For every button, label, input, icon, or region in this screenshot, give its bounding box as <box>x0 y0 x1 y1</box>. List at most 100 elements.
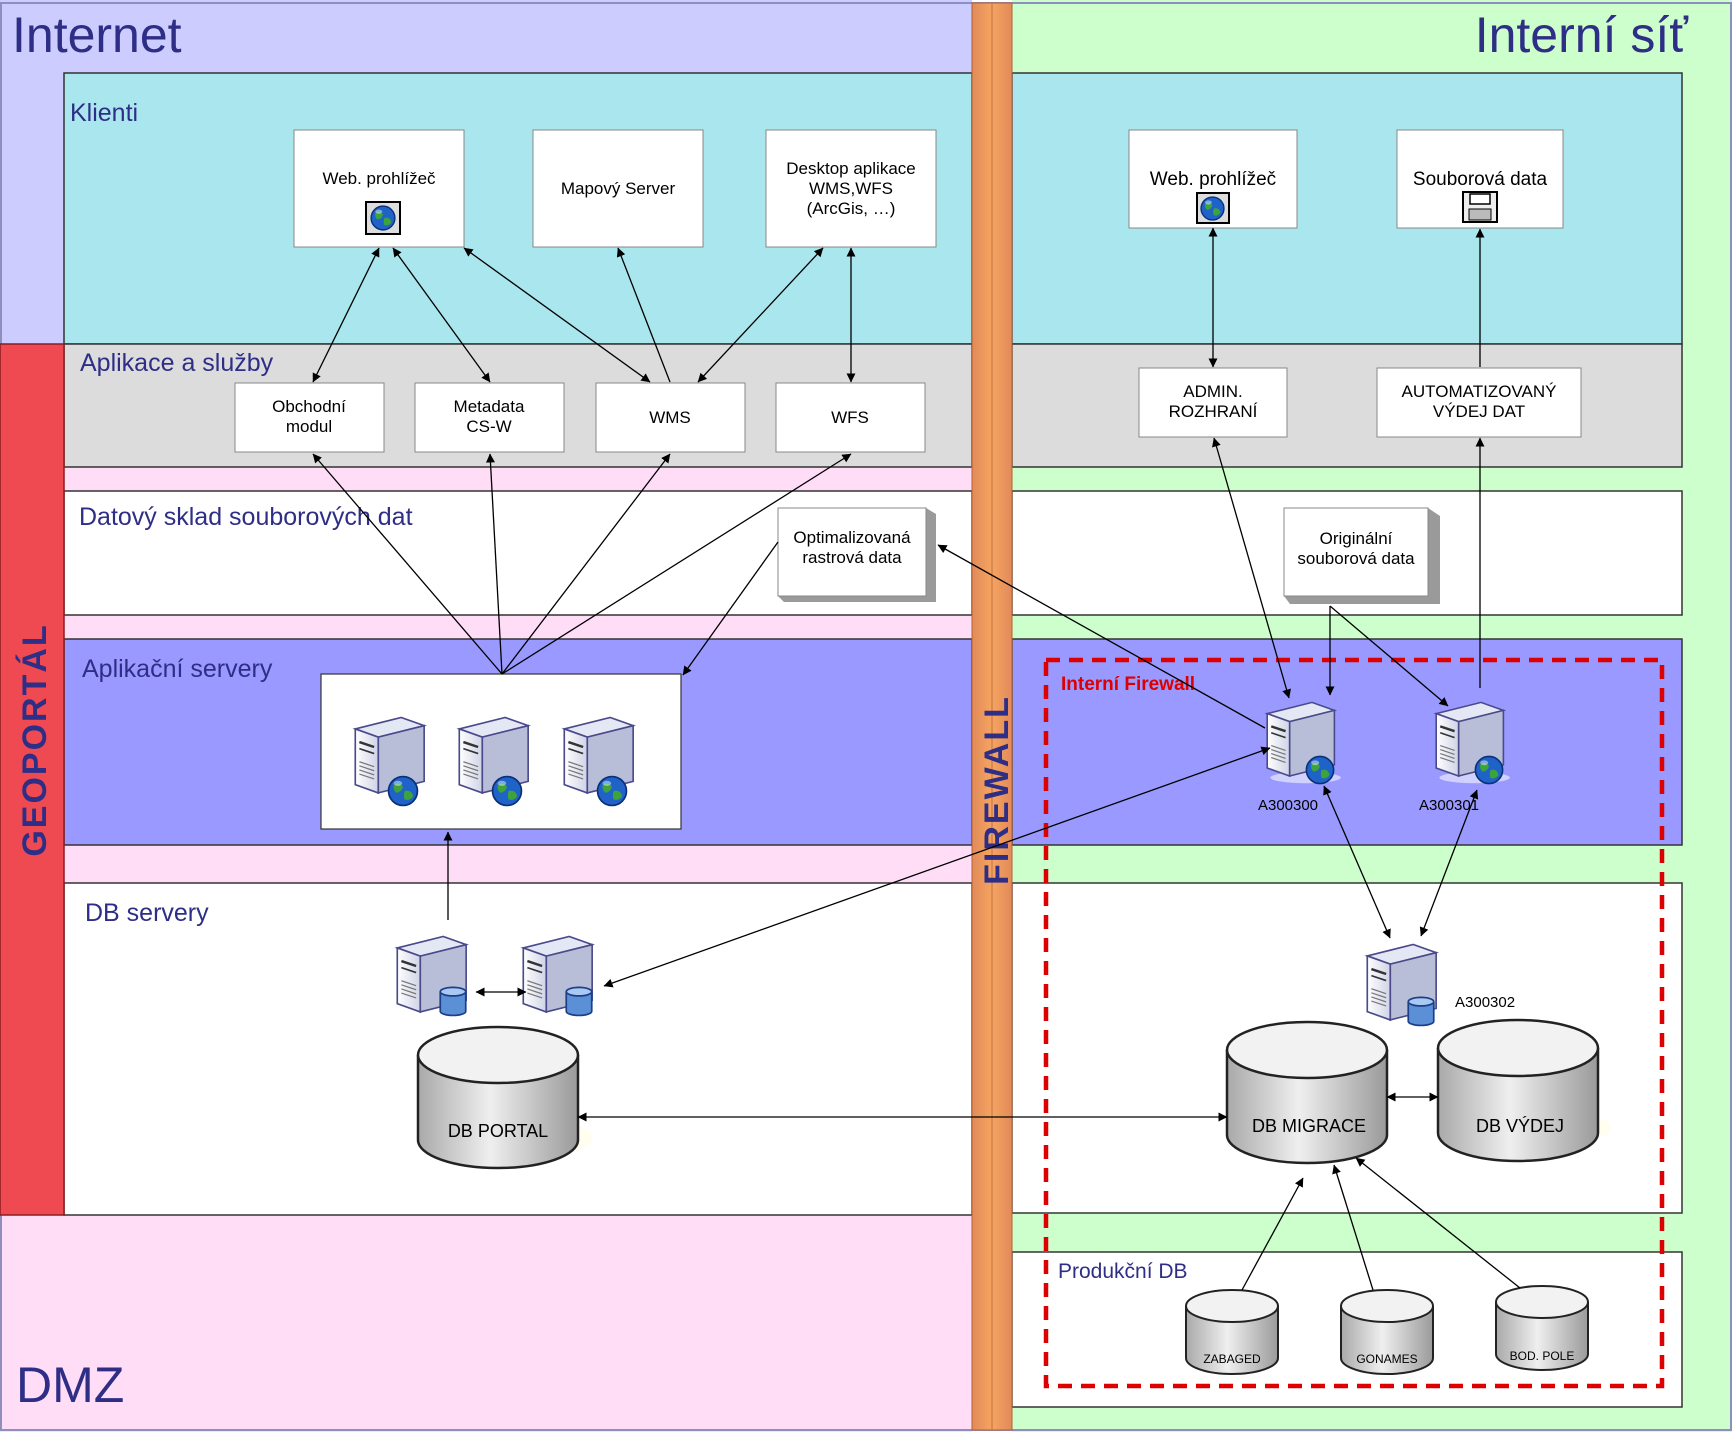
svg-text:rastrová data: rastrová data <box>802 548 902 567</box>
app-servers-band-internal <box>1011 638 1683 846</box>
connector <box>1419 789 1479 937</box>
db-servers-band-title: DB servery <box>85 899 209 927</box>
web-browser-box: Web. prohlížeč <box>293 129 465 248</box>
app-server-1 <box>353 715 433 807</box>
internal-firewall-label: Interní Firewall <box>1061 674 1195 695</box>
app-server-3 <box>562 715 642 807</box>
connector <box>501 453 671 675</box>
globe-icon <box>491 775 523 807</box>
connector <box>1332 1164 1374 1291</box>
apps-band-title: Aplikace a služby <box>80 349 274 377</box>
map-server-box: Mapový Server <box>532 129 704 248</box>
file-data-box: Souborová data <box>1396 129 1564 229</box>
connector <box>603 746 1271 988</box>
svg-text:(ArcGis, …): (ArcGis, …) <box>807 199 896 218</box>
svg-text:Desktop aplikace: Desktop aplikace <box>786 159 915 178</box>
db-server-2 <box>521 934 601 1021</box>
dmz-gap <box>64 615 972 639</box>
svg-text:Originální: Originální <box>1320 529 1393 548</box>
db-bod-pole: BOD. POLE <box>1495 1285 1589 1371</box>
wms-box: WMS <box>595 382 746 453</box>
database-icon <box>1407 996 1435 1027</box>
app-server-a300300: A300300 <box>1258 700 1343 814</box>
svg-text:Web. prohlížeč: Web. prohlížeč <box>322 169 436 188</box>
svg-text:ADMIN.: ADMIN. <box>1183 382 1243 401</box>
connector <box>1323 785 1391 939</box>
db-server-a300302: A300302 <box>1365 942 1515 1029</box>
globe-icon <box>1200 196 1225 221</box>
connector <box>501 453 852 675</box>
connector <box>697 247 824 383</box>
svg-text:A300300: A300300 <box>1258 797 1318 814</box>
connector <box>1355 1157 1521 1289</box>
db-gonames: GONAMES <box>1340 1289 1434 1375</box>
svg-text:WFS: WFS <box>831 408 869 427</box>
db-zabaged: ZABAGED <box>1185 1289 1279 1375</box>
connectors <box>312 227 1521 1291</box>
connector <box>1241 1177 1304 1291</box>
automated-data-delivery-box: AUTOMATIZOVANÝ VÝDEJ DAT <box>1376 367 1582 438</box>
svg-text:Mapový Server: Mapový Server <box>561 179 676 198</box>
globe-icon <box>1305 755 1335 785</box>
original-file-data-box: Originální souborová data <box>1283 507 1440 604</box>
app-server-2 <box>457 715 537 807</box>
internal-web-browser-box: Web. prohlížeč <box>1128 129 1298 229</box>
floppy-disk-icon <box>1462 191 1498 223</box>
db-portal: DB PORTAL <box>416 1025 593 1170</box>
connector <box>937 544 1266 729</box>
clients-band-title: Klienti <box>70 99 138 127</box>
svg-text:A300302: A300302 <box>1455 994 1515 1011</box>
connector <box>1212 437 1291 699</box>
svg-text:DB MIGRACE: DB MIGRACE <box>1252 1116 1366 1136</box>
metadata-csw-box: Metadata CS-W <box>414 382 565 453</box>
svg-text:ZABAGED: ZABAGED <box>1203 1352 1261 1366</box>
dmz-gap <box>64 845 972 883</box>
connector <box>1329 605 1449 707</box>
connector <box>682 541 779 676</box>
connector <box>312 247 380 383</box>
db-vydej: DB VÝDEJ <box>1436 1018 1611 1163</box>
svg-text:WMS: WMS <box>649 408 691 427</box>
clients-band-internal <box>1011 72 1683 345</box>
svg-text:WMS,WFS: WMS,WFS <box>809 179 893 198</box>
firewall-label: FIREWALL <box>978 695 1016 885</box>
connector <box>616 247 671 383</box>
database-icon <box>439 986 467 1017</box>
internal-firewall-boundary <box>1043 657 1665 1389</box>
production-db-band-title: Produkční DB <box>1058 1260 1188 1283</box>
wfs-box: WFS <box>775 382 926 453</box>
dmz-title: DMZ <box>16 1357 124 1413</box>
app-servers-band-title: Aplikační servery <box>82 655 273 683</box>
svg-text:Obchodní: Obchodní <box>272 397 346 416</box>
svg-text:Souborová data: Souborová data <box>1413 169 1548 190</box>
svg-text:souborová data: souborová data <box>1297 549 1415 568</box>
svg-text:modul: modul <box>286 417 332 436</box>
svg-text:Web. prohlížeč: Web. prohlížeč <box>1150 169 1276 190</box>
desktop-app-box: Desktop aplikace WMS,WFS (ArcGis, …) <box>765 129 937 248</box>
svg-text:Metadata: Metadata <box>454 397 525 416</box>
globe-icon <box>370 205 396 231</box>
dmz-gap <box>64 467 972 491</box>
svg-text:AUTOMATIZOVANÝ: AUTOMATIZOVANÝ <box>1402 382 1557 401</box>
optimized-raster-data-box: Optimalizovaná rastrová data <box>777 507 936 602</box>
database-icon <box>565 986 593 1017</box>
svg-text:GONAMES: GONAMES <box>1356 1352 1417 1366</box>
db-server-1 <box>395 934 475 1021</box>
svg-text:ROZHRANÍ: ROZHRANÍ <box>1169 402 1258 421</box>
dmz-zone <box>0 1215 972 1432</box>
business-module-box: Obchodní modul <box>234 382 385 453</box>
svg-text:DB VÝDEJ: DB VÝDEJ <box>1476 1116 1564 1136</box>
admin-interface-box: ADMIN. ROZHRANÍ <box>1138 367 1288 438</box>
connector <box>463 247 651 383</box>
globe-icon <box>387 775 419 807</box>
svg-text:BOD. POLE: BOD. POLE <box>1510 1349 1575 1363</box>
connector <box>312 453 503 675</box>
globe-icon <box>1474 755 1504 785</box>
geoportal-label: GEOPORTÁL <box>16 623 54 856</box>
svg-text:A300301: A300301 <box>1419 797 1479 814</box>
db-migrace: DB MIGRACE <box>1225 1020 1389 1165</box>
data-store-band-title: Datový sklad souborových dat <box>79 503 413 531</box>
svg-text:DB PORTAL: DB PORTAL <box>448 1121 548 1141</box>
internal-network-title: Interní síť <box>1475 7 1690 63</box>
